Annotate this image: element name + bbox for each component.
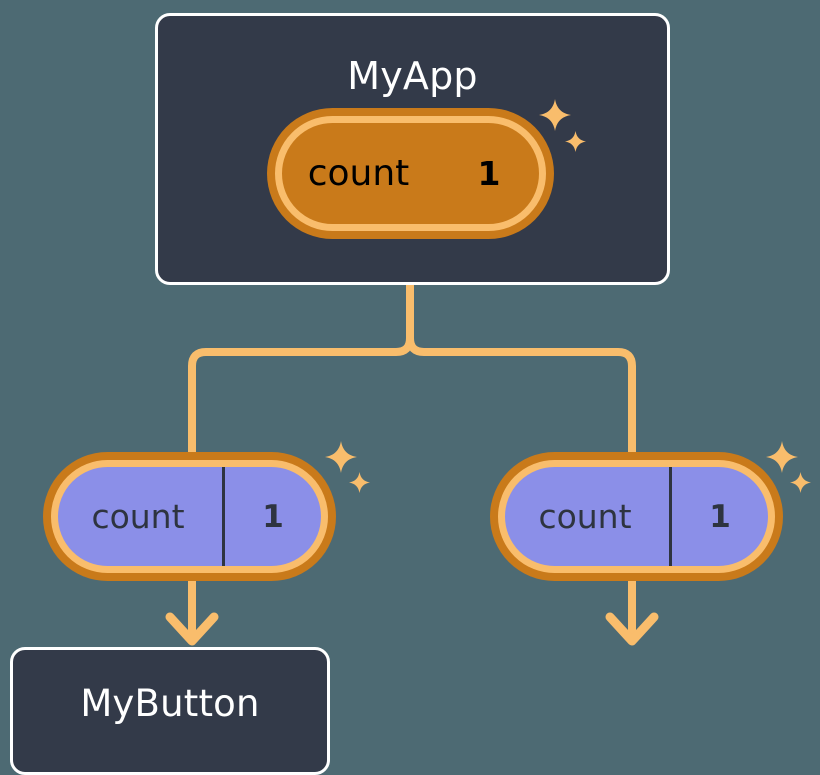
component-label-mybutton-left: MyButton [80, 682, 260, 725]
state-key-label: count [538, 497, 632, 536]
arrow-down-icon-left [165, 612, 219, 646]
state-value-label: 1 [477, 154, 501, 193]
state-badge-child-left[interactable]: count 1 [43, 452, 336, 581]
state-badge-ring: count 1 [267, 108, 554, 239]
arrow-down-icon-right [605, 612, 659, 646]
state-badge-myapp[interactable]: count 1 [267, 108, 554, 239]
state-badge-inner: count 1 [51, 460, 328, 573]
branch-connector-left [188, 285, 414, 462]
state-key-label: count [91, 497, 185, 536]
state-value-label: 1 [669, 467, 768, 566]
state-badge-inner: count 1 [275, 116, 546, 231]
component-node-mybutton-left[interactable]: MyButton [10, 647, 330, 775]
state-badge-ring: count 1 [490, 452, 783, 581]
state-badge-inner: count 1 [498, 460, 775, 573]
state-value-label: 1 [222, 467, 321, 566]
state-badge-ring: count 1 [43, 452, 336, 581]
component-label-myapp: MyApp [347, 54, 478, 98]
branch-connector-right [406, 285, 636, 462]
state-badge-child-right[interactable]: count 1 [490, 452, 783, 581]
state-key-label: count [307, 153, 410, 194]
